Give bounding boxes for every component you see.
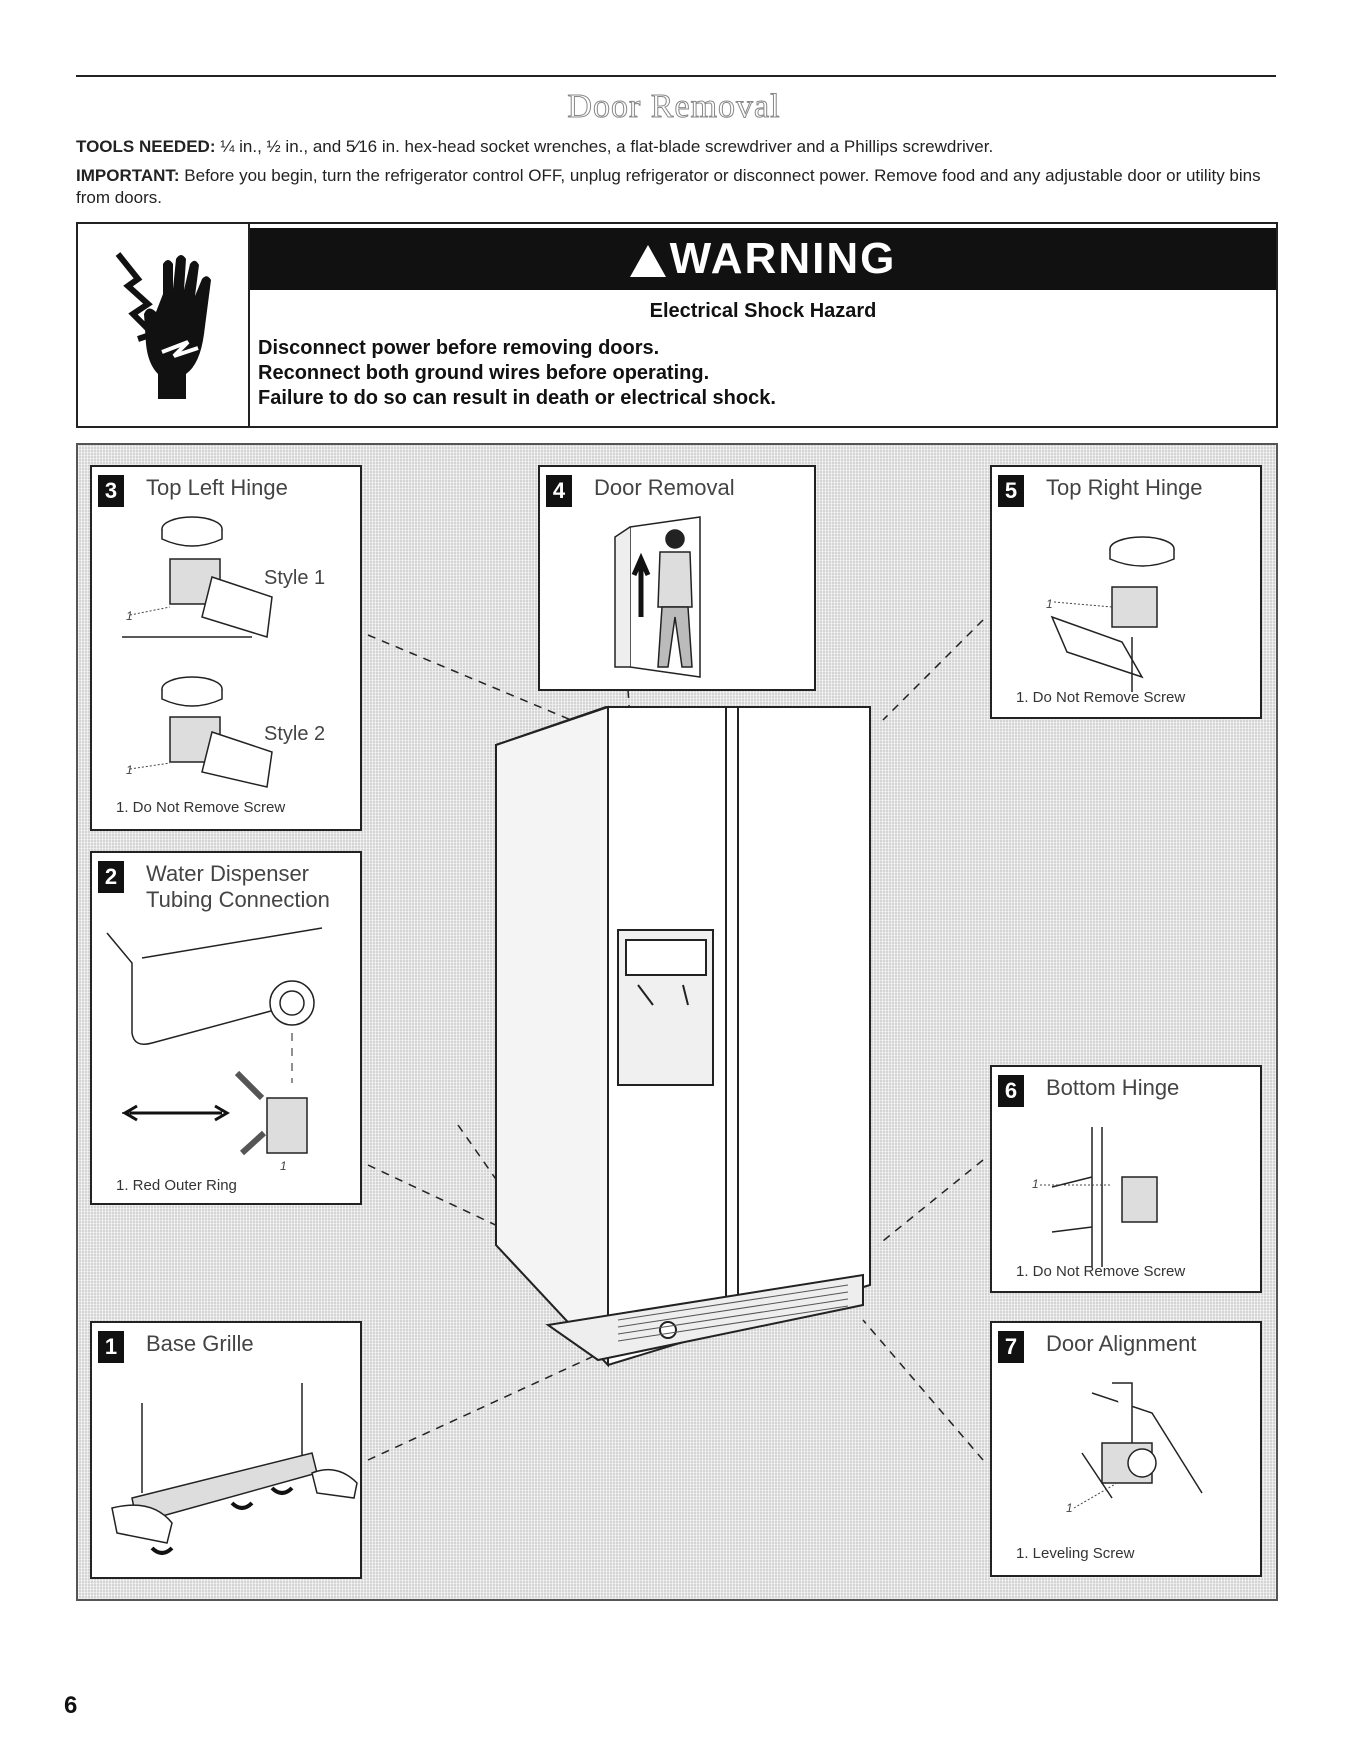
callout-1-tubing: 1: [280, 1159, 287, 1173]
caption-door-alignment: 1. Leveling Screw: [1016, 1545, 1135, 1562]
panel-water-dispenser-tubing: 2 Water Dispenser Tubing Connection 1 1.…: [90, 851, 362, 1205]
step-badge-6: 6: [998, 1075, 1024, 1107]
top-left-hinge-illustration: [122, 516, 273, 788]
important-paragraph: IMPORTANT: Before you begin, turn the re…: [76, 165, 1276, 209]
tools-label: TOOLS NEEDED:: [76, 137, 216, 156]
panel-door-alignment: 7 Door Alignment 1 1. Leveling Screw: [990, 1321, 1262, 1577]
panel-title-bottom-hinge: Bottom Hinge: [1046, 1075, 1180, 1100]
callout-1-style2: 1: [126, 763, 133, 777]
caption-top-right-hinge: 1. Do Not Remove Screw: [1016, 689, 1186, 706]
tools-text: ¼ in., ½ in., and 5⁄16 in. hex-head sock…: [220, 137, 994, 156]
caption-tubing: 1. Red Outer Ring: [116, 1177, 237, 1194]
panel-top-right-hinge: 5 Top Right Hinge 1 1. Do Not Remove Scr…: [990, 465, 1262, 719]
caption-bottom-hinge: 1. Do Not Remove Screw: [1016, 1263, 1186, 1280]
step-badge-5: 5: [998, 475, 1024, 507]
step-badge-2: 2: [98, 861, 124, 893]
base-grille-illustration: [111, 1383, 358, 1555]
bottom-hinge-illustration: [1040, 1127, 1158, 1267]
step-badge-4: 4: [546, 475, 572, 507]
panel-title-top-right-hinge: Top Right Hinge: [1046, 475, 1203, 500]
panel-top-left-hinge: 3 Top Left Hinge Style 1 Style 2 1 1 1.: [90, 465, 362, 831]
panel-base-grille: 1 Base Grille: [90, 1321, 362, 1579]
panel-title-base-grille: Base Grille: [146, 1331, 254, 1356]
callout-1-bottom-hinge: 1: [1032, 1177, 1039, 1191]
door-removal-illustration: [614, 516, 701, 678]
panel-title-door-alignment: Door Alignment: [1046, 1331, 1197, 1356]
important-label: IMPORTANT:: [76, 166, 180, 185]
style-1-label: Style 1: [264, 567, 326, 589]
warning-line-1: Disconnect power before removing doors.: [258, 337, 660, 359]
step-badge-7: 7: [998, 1331, 1024, 1363]
callout-1-door-alignment: 1: [1066, 1501, 1073, 1515]
warning-heading: WARNING: [669, 234, 897, 283]
tools-paragraph: TOOLS NEEDED: ¼ in., ½ in., and 5⁄16 in.…: [76, 136, 1276, 158]
hazard-title: Electrical Shock Hazard: [649, 300, 877, 322]
door-alignment-illustration: [1073, 1382, 1203, 1509]
step-badge-1: 1: [98, 1331, 124, 1363]
panel-title-water-dispenser-line1: Water Dispenser: [146, 861, 310, 886]
style-2-label: Style 2: [264, 723, 326, 745]
page-number: 6: [64, 1692, 78, 1719]
warning-banner: WARNING: [250, 228, 1276, 290]
step-badge-3: 3: [98, 475, 124, 507]
panel-bottom-hinge: 6 Bottom Hinge 1 1. Do Not Remove Screw: [990, 1065, 1262, 1293]
panel-title-top-left-hinge: Top Left Hinge: [146, 475, 288, 500]
callout-1-top-right: 1: [1046, 597, 1053, 611]
page-title: Door Removal: [567, 88, 781, 126]
warning-box: WARNING Electrical Shock Hazard Disconne…: [76, 222, 1278, 428]
top-rule: [76, 75, 1276, 77]
callout-1-style1: 1: [126, 609, 133, 623]
electrical-shock-hand-icon: [78, 224, 250, 426]
tubing-connection-illustration: [106, 927, 323, 1156]
warning-triangle-icon: [629, 245, 666, 277]
refrigerator-illustration: [495, 705, 871, 1368]
panel-title-door-removal: Door Removal: [594, 475, 735, 500]
caption-top-left-hinge: 1. Do Not Remove Screw: [116, 799, 286, 816]
warning-line-3: Failure to do so can result in death or …: [258, 387, 776, 409]
door-removal-diagram: 3 Top Left Hinge Style 1 Style 2 1 1 1.: [76, 443, 1278, 1601]
top-right-hinge-illustration: [1050, 536, 1175, 692]
warning-line-2: Reconnect both ground wires before opera…: [258, 362, 710, 384]
panel-title-water-dispenser-line2: Tubing Connection: [146, 887, 330, 912]
important-text: Before you begin, turn the refrigerator …: [76, 166, 1261, 207]
panel-door-removal: 4 Door Removal: [538, 465, 816, 691]
